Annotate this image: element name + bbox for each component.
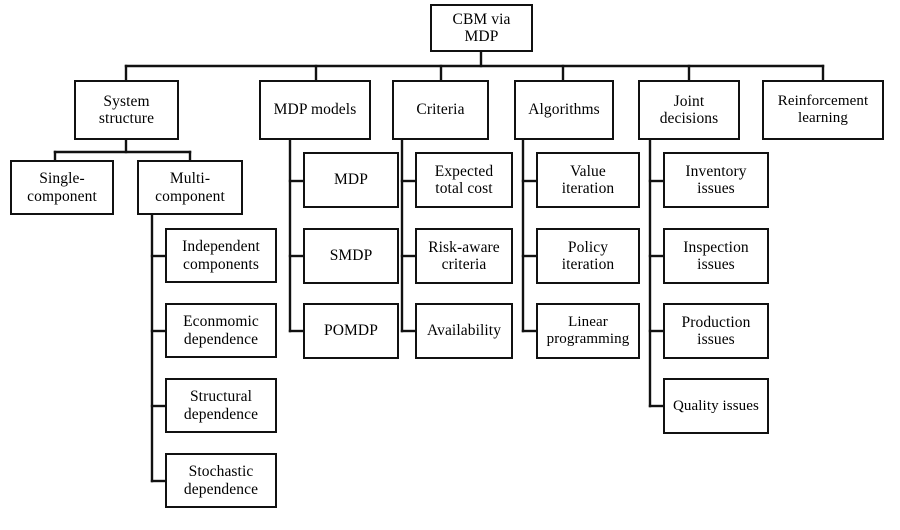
node-reinforcement-learning-label: Reinforcement learning <box>777 93 869 126</box>
node-system-structure[interactable]: System structure <box>74 80 179 140</box>
node-root-label: CBM via MDP <box>452 10 511 45</box>
node-single-component-label: Single- component <box>27 170 97 205</box>
node-availability-label: Availability <box>426 322 502 340</box>
node-quality-issues-label: Quality issues <box>673 397 759 414</box>
node-algorithms[interactable]: Algorithms <box>514 80 614 140</box>
node-pomdp[interactable]: POMDP <box>303 303 399 359</box>
node-linear-programming[interactable]: Linear programming <box>536 303 640 359</box>
node-inspection-issues[interactable]: Inspection issues <box>663 228 769 284</box>
node-structural-dependence[interactable]: Structural dependence <box>165 378 277 433</box>
node-expected-total-cost[interactable]: Expected total cost <box>415 152 513 208</box>
node-reinforcement-learning[interactable]: Reinforcement learning <box>762 80 884 140</box>
node-mdp[interactable]: MDP <box>303 152 399 208</box>
node-stochastic-dependence[interactable]: Stochastic dependence <box>165 453 277 508</box>
node-inspection-issues-label: Inspection issues <box>683 238 749 273</box>
node-pomdp-label: POMDP <box>324 322 378 340</box>
node-expected-total-cost-label: Expected total cost <box>434 162 494 197</box>
node-single-component[interactable]: Single- component <box>10 160 114 215</box>
node-production-issues-label: Production issues <box>681 313 751 348</box>
node-inventory-issues-label: Inventory issues <box>685 162 747 197</box>
node-system-structure-label: System structure <box>98 92 155 127</box>
node-mdp-models[interactable]: MDP models <box>259 80 371 140</box>
node-value-iteration[interactable]: Value iteration <box>536 152 640 208</box>
node-econmomic-dependence-label: Econmomic dependence <box>183 313 259 348</box>
node-policy-iteration[interactable]: Policy iteration <box>536 228 640 284</box>
node-criteria-label: Criteria <box>416 101 465 119</box>
node-policy-iteration-label: Policy iteration <box>561 238 615 273</box>
node-algorithms-label: Algorithms <box>528 101 600 119</box>
node-multi-component-label: Multi- component <box>155 170 225 205</box>
node-structural-dependence-label: Structural dependence <box>183 388 259 423</box>
node-production-issues[interactable]: Production issues <box>663 303 769 359</box>
node-independent-components-label: Independent components <box>182 238 260 273</box>
node-criteria[interactable]: Criteria <box>392 80 489 140</box>
node-root[interactable]: CBM via MDP <box>430 4 533 52</box>
node-multi-component[interactable]: Multi- component <box>137 160 243 215</box>
node-risk-aware-criteria-label: Risk-aware criteria <box>428 238 500 273</box>
node-mdp-label: MDP <box>334 171 368 189</box>
node-availability[interactable]: Availability <box>415 303 513 359</box>
node-econmomic-dependence[interactable]: Econmomic dependence <box>165 303 277 358</box>
node-smdp-label: SMDP <box>329 247 373 265</box>
node-joint-decisions-label: Joint decisions <box>659 92 719 127</box>
node-stochastic-dependence-label: Stochastic dependence <box>183 463 259 498</box>
node-independent-components[interactable]: Independent components <box>165 228 277 283</box>
node-value-iteration-label: Value iteration <box>561 162 615 197</box>
node-linear-programming-label: Linear programming <box>546 314 630 347</box>
node-quality-issues[interactable]: Quality issues <box>663 378 769 434</box>
node-smdp[interactable]: SMDP <box>303 228 399 284</box>
node-mdp-models-label: MDP models <box>273 101 357 119</box>
node-inventory-issues[interactable]: Inventory issues <box>663 152 769 208</box>
node-joint-decisions[interactable]: Joint decisions <box>638 80 740 140</box>
node-risk-aware-criteria[interactable]: Risk-aware criteria <box>415 228 513 284</box>
